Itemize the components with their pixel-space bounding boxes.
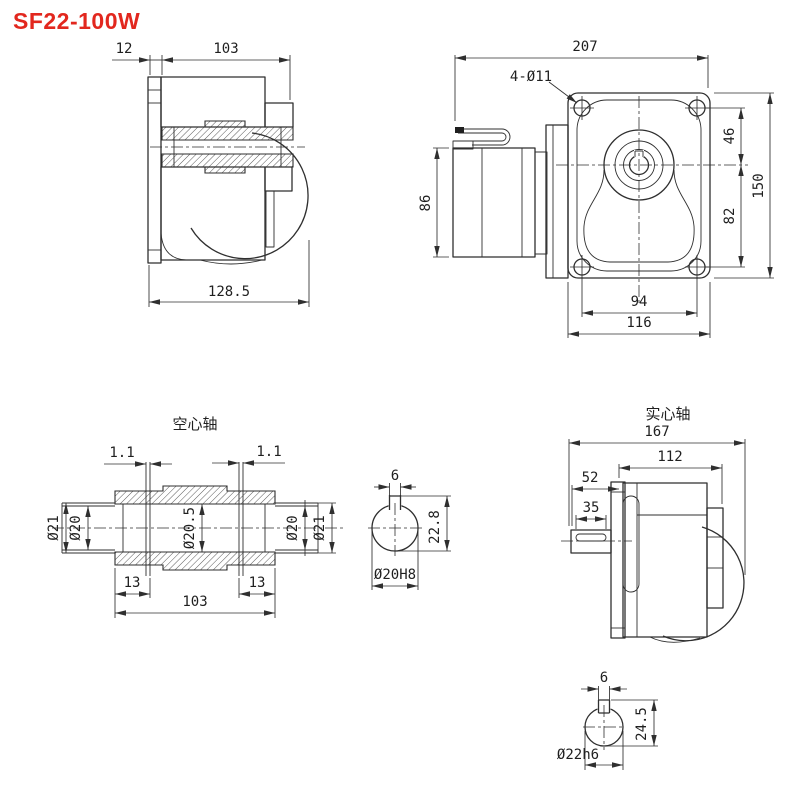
dim-key-length: 35 — [583, 500, 600, 516]
cable-mark — [455, 127, 464, 133]
label-hollow-shaft: 空心轴 — [172, 415, 217, 433]
dim-solid-key-width: 6 — [600, 670, 608, 686]
side-view-hollow: 12 103 128.5 — [112, 41, 310, 307]
hollow-shaft-section: 1.1 1.1 Ø21 Ø20 Ø20.5 Ø20 Ø21 13 13 103 — [46, 444, 344, 618]
dim-mount-holes: 4-Ø11 — [510, 69, 552, 85]
dim-overall-width: 207 — [572, 39, 597, 55]
dim-groove-right: 1.1 — [256, 444, 281, 460]
solid-shaft-end-view: 6 24.5 Ø22h6 — [557, 670, 658, 770]
dim-overall-length-solid: 167 — [644, 424, 669, 440]
dim-step-right: 13 — [249, 575, 266, 591]
dim-shaft-length: 52 — [582, 470, 599, 486]
dim-od-right: Ø21 — [312, 515, 328, 540]
dim-body-length: 103 — [213, 41, 238, 57]
dim-section-length: 103 — [182, 594, 207, 610]
drawing-title: SF22-100W — [13, 8, 141, 34]
bolt-holes — [570, 96, 709, 279]
dim-center-to-hole: 82 — [722, 208, 738, 225]
dim-id-right: Ø20 — [285, 515, 301, 540]
dim-solid-key-height: 24.5 — [634, 707, 650, 741]
side-view-solid: 167 112 52 35 — [561, 424, 746, 643]
dim-hollow-bore: Ø20H8 — [374, 567, 416, 583]
dim-id-left: Ø20 — [68, 515, 84, 540]
dim-overall-length-hollow: 128.5 — [208, 284, 250, 300]
hollow-shaft-end-view: 6 22.8 Ø20H8 — [368, 468, 451, 590]
label-solid-shaft: 实心轴 — [645, 405, 690, 423]
dim-step-left: 13 — [124, 575, 141, 591]
dim-flange-width: 116 — [626, 315, 651, 331]
dim-hole-to-center: 46 — [722, 128, 738, 145]
dim-motor-height: 86 — [418, 195, 434, 212]
dim-hollow-key-width: 6 — [391, 468, 399, 484]
dim-solid-shaft-dia: Ø22h6 — [557, 747, 599, 763]
front-view: 207 4-Ø11 46 82 150 86 94 116 — [418, 39, 774, 338]
dim-body-length-solid: 112 — [657, 449, 682, 465]
dim-od-left: Ø21 — [46, 515, 62, 540]
dim-hole-spacing: 94 — [631, 294, 648, 310]
dim-flange-height: 150 — [751, 173, 767, 198]
dim-hollow-key-height: 22.8 — [427, 510, 443, 544]
dim-groove-left: 1.1 — [109, 445, 134, 461]
dim-bore: Ø20.5 — [182, 507, 198, 549]
dim-flange-thickness: 12 — [116, 41, 133, 57]
